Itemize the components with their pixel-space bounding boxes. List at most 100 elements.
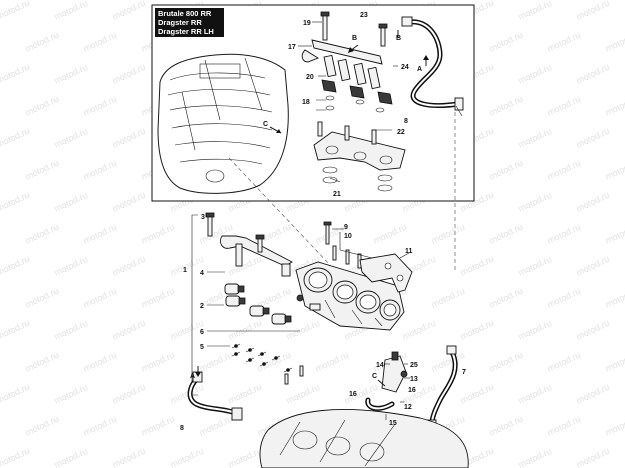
main-num-16-lower: 16 xyxy=(349,391,357,398)
bracket-11 xyxy=(359,253,413,293)
watermark-text: motod.ru xyxy=(24,350,60,374)
inset-title-line-2: Dragster RR xyxy=(158,18,202,27)
watermark-text: motod.ru xyxy=(517,446,553,468)
watermark-text: motod.ru xyxy=(604,286,625,310)
watermark-text: motod.ru xyxy=(0,0,31,22)
watermark-text: motod.ru xyxy=(517,318,553,342)
watermark-text: motod.ru xyxy=(488,350,524,374)
engine-head-illustration xyxy=(157,53,289,194)
watermark-text: motod.ru xyxy=(546,30,582,54)
main-num-3: 3 xyxy=(201,214,205,221)
watermark-text: motod.ru xyxy=(0,190,31,214)
watermark-text: motod.ru xyxy=(82,350,118,374)
main-num-25: 25 xyxy=(410,362,418,369)
watermark-text: motod.ru xyxy=(546,350,582,374)
watermark-text: motod.ru xyxy=(575,318,611,342)
main-num-2: 2 xyxy=(200,303,204,310)
watermark-text: motod.ru xyxy=(459,318,495,342)
watermark-text: motod.ru xyxy=(604,350,625,374)
watermark-text: motod.ru xyxy=(488,222,524,246)
watermark-text: motod.ru xyxy=(227,254,263,278)
screws-group xyxy=(231,343,304,385)
watermark-text: motod.ru xyxy=(82,158,118,182)
watermark-text: motod.ru xyxy=(546,414,582,438)
inset-num-20: 20 xyxy=(306,74,314,81)
watermark-text: motod.ru xyxy=(82,222,118,246)
watermark-text: motod.ru xyxy=(111,190,147,214)
watermark-text: motod.ru xyxy=(111,318,147,342)
watermark-text: motod.ru xyxy=(140,414,176,438)
watermark-text: motod.ru xyxy=(575,254,611,278)
main-num-14: 14 xyxy=(376,362,384,369)
watermark-text: motod.ru xyxy=(488,286,524,310)
watermark-text: motod.ru xyxy=(24,30,60,54)
inset-num-21: 21 xyxy=(333,191,341,198)
inset-title-block xyxy=(155,8,224,37)
group-bracket xyxy=(191,214,198,396)
bolt xyxy=(207,215,213,237)
watermark-text: motod.ru xyxy=(488,158,524,182)
hose-8 xyxy=(187,371,243,421)
watermark-text: motod.ru xyxy=(0,446,31,468)
watermark-text: motod.ru xyxy=(111,126,147,150)
bolt-head xyxy=(205,212,215,218)
hose-16 xyxy=(365,397,395,411)
watermark-text: motod.ru xyxy=(24,94,60,118)
inset-num-17: 17 xyxy=(288,44,296,51)
watermark-text: motod.ru xyxy=(0,62,31,86)
watermark-text: motod.ru xyxy=(488,414,524,438)
watermark-text: motod.ru xyxy=(82,94,118,118)
watermark-text: motod.ru xyxy=(53,0,89,22)
watermark-text: motod.ru xyxy=(227,446,263,468)
watermark-text: motod.ru xyxy=(575,446,611,468)
arrow-A-inset-head-icon xyxy=(423,55,429,60)
watermark-text: motod.ru xyxy=(517,0,553,22)
reference-line xyxy=(228,157,331,266)
inset-label-A: A xyxy=(417,66,422,73)
watermark-text: motod.ru xyxy=(169,382,205,406)
watermark-text: motod.ru xyxy=(24,222,60,246)
watermark-text: motod.ru xyxy=(314,350,350,374)
watermark-text: motod.ru xyxy=(546,286,582,310)
main-num-8: 8 xyxy=(180,425,184,432)
watermark-text: motod.ru xyxy=(82,414,118,438)
arrow-C-head-icon xyxy=(276,129,281,133)
watermark-text: motod.ru xyxy=(401,318,437,342)
bolt xyxy=(257,237,263,253)
watermark-text: motod.ru xyxy=(227,382,263,406)
watermark-text: motod.ru xyxy=(546,94,582,118)
watermark-text: motod.ru xyxy=(111,446,147,468)
watermark-text: motod.ru xyxy=(575,62,611,86)
throttle-body-assembly xyxy=(295,261,405,331)
watermark-text: motod.ru xyxy=(575,190,611,214)
inset-num-18: 18 xyxy=(302,99,310,106)
watermark-text: motod.ru xyxy=(111,0,147,22)
watermark-text: motod.ru xyxy=(53,318,89,342)
inset-fuel-rail xyxy=(301,11,393,113)
watermark-text: motod.ru xyxy=(604,222,625,246)
inset-num-22: 22 xyxy=(397,129,405,136)
watermark-text: motod.ru xyxy=(0,126,31,150)
watermark-text: motod.ru xyxy=(604,30,625,54)
main-num-11: 11 xyxy=(405,248,413,255)
watermark-text: motod.ru xyxy=(82,30,118,54)
watermark-text: motod.ru xyxy=(111,382,147,406)
inset-title-line-1: Brutale 800 RR xyxy=(158,9,212,18)
watermark-text: motod.ru xyxy=(546,222,582,246)
watermark-text: motod.ru xyxy=(111,62,147,86)
main-num-5: 5 xyxy=(200,344,204,351)
watermark-text: motod.ru xyxy=(53,254,89,278)
watermark-text: motod.ru xyxy=(575,382,611,406)
watermark-text: motod.ru xyxy=(198,350,234,374)
main-num-1: 1 xyxy=(183,267,187,274)
watermark-text: motod.ru xyxy=(0,318,31,342)
watermark-text: motod.ru xyxy=(459,382,495,406)
inset-panel: Brutale 800 RR Dragster RR Dragster RR L… xyxy=(151,4,475,202)
watermark-text: motod.ru xyxy=(140,350,176,374)
watermark-text: motod.ru xyxy=(24,158,60,182)
watermark-text: motod.ru xyxy=(459,254,495,278)
watermark-text: motod.ru xyxy=(82,286,118,310)
inset-injector-holder xyxy=(313,121,406,192)
main-num-16: 16 xyxy=(408,387,416,394)
inset-label-B-2: B xyxy=(396,35,401,42)
